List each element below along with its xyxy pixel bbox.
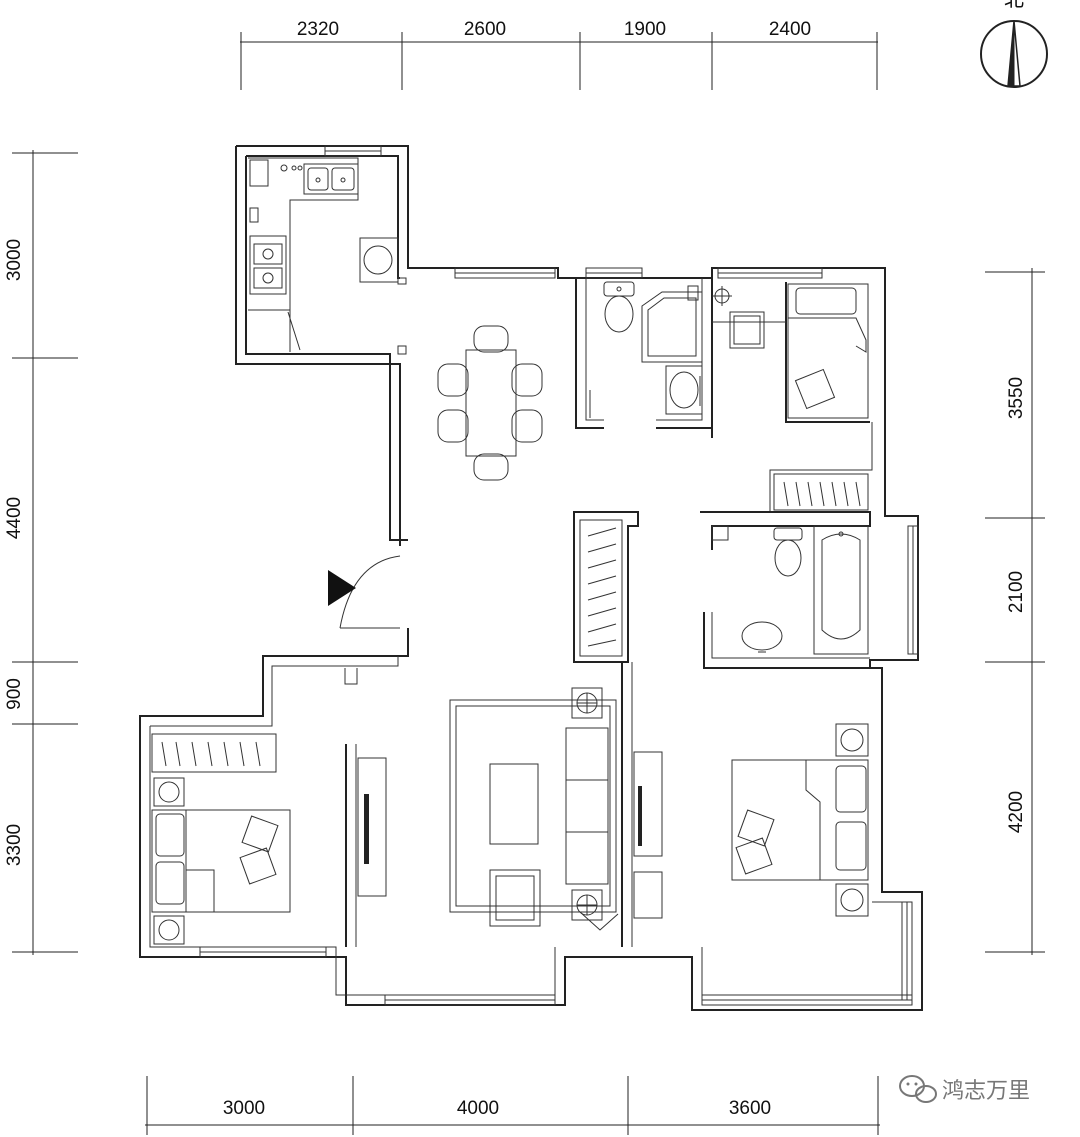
living-room (357, 687, 619, 931)
dim-bottom-3: 3600 (729, 1098, 771, 1119)
dim-top-2: 2600 (464, 19, 506, 40)
toilet-icon-2 (773, 527, 803, 577)
north-compass: 北 (980, 0, 1048, 88)
nightstand-icon-left-bottom (153, 915, 185, 945)
bay-window-right (901, 901, 913, 1001)
bathroom-top (589, 281, 703, 418)
balcony-right-window (701, 994, 913, 1006)
left-dimension-line: 3000 4400 900 3300 (4, 150, 78, 955)
balcony-left-window (384, 994, 556, 1006)
dim-right-2: 2100 (1006, 571, 1027, 613)
dim-right-3: 4200 (1006, 791, 1027, 833)
windows (199, 145, 919, 1006)
fridge-icon (359, 237, 399, 283)
desk-icon (712, 311, 786, 349)
exterior-walls (139, 145, 923, 1011)
dining-window (454, 267, 556, 279)
dim-left-2: 4400 (4, 497, 25, 539)
side-table-icon-bottom (571, 889, 619, 931)
top-dimension-line: 2320 2600 1900 2400 (240, 19, 878, 90)
bath-window (585, 267, 643, 279)
study-window (717, 267, 823, 279)
tv-cabinet-icon (357, 757, 387, 897)
bathtub-icon (813, 525, 869, 655)
dim-right-1: 3550 (1006, 377, 1027, 419)
armchair-icon (489, 869, 541, 927)
coffee-table-icon (489, 763, 539, 845)
study-room (712, 283, 869, 511)
lamp-icon (712, 286, 732, 306)
nightstand-icon-right-top (835, 723, 869, 757)
wardrobe-icon-left (151, 733, 277, 773)
dim-left-4: 3300 (4, 824, 25, 866)
single-bed-icon (787, 283, 869, 419)
stove-icon (249, 235, 287, 295)
dim-left-3: 900 (4, 678, 25, 710)
center-wardrobe-icon (579, 519, 623, 657)
bedroom-right (633, 723, 869, 919)
sofa-icon (565, 727, 609, 885)
north-label: 北 (1004, 0, 1024, 11)
dim-top-4: 2400 (769, 19, 811, 40)
bedroom-left (151, 733, 291, 945)
nightstand-icon-left-top (153, 777, 185, 807)
dim-left-1: 3000 (4, 239, 25, 281)
side-table-icon-top (571, 687, 603, 719)
wardrobe-icon (773, 473, 869, 511)
kitchen (248, 157, 407, 355)
tv-cabinet-icon-right (633, 751, 663, 919)
kitchen-sink-icon (303, 163, 359, 195)
wechat-icon (899, 1075, 937, 1103)
faucet-icon (280, 164, 303, 172)
dim-bottom-1: 3000 (223, 1098, 265, 1119)
shower-icon (641, 285, 703, 363)
double-bed-icon-right (731, 759, 869, 881)
bedroom-left-window (199, 946, 327, 958)
dining-table-icon (437, 325, 543, 481)
dim-top-1: 2320 (297, 19, 339, 40)
dim-bottom-2: 4000 (457, 1098, 499, 1119)
rug-icon (449, 699, 617, 913)
washbasin-icon-2 (741, 621, 783, 653)
watermark-text: 鸿志万里 (942, 1079, 1030, 1104)
entrance-arrow-icon (328, 570, 356, 606)
bath2-window (907, 525, 919, 655)
bathroom-right (711, 525, 869, 655)
kitchen-window (324, 145, 382, 157)
entrance-door (328, 555, 401, 629)
toilet-icon (603, 281, 635, 333)
right-dimension-line: 3550 2100 4200 (985, 268, 1045, 955)
watermark: 鸿志万里 (899, 1075, 1030, 1104)
double-bed-icon-left (151, 809, 291, 913)
bottom-dimension-line: 3000 4000 3600 (145, 1076, 880, 1135)
washbasin-icon (665, 365, 703, 415)
water-heater-icon (249, 159, 269, 187)
interior-walls (345, 268, 873, 947)
north-arrow-icon (980, 20, 1048, 88)
nightstand-icon-right-bottom (835, 883, 869, 917)
dim-top-3: 1900 (624, 19, 666, 40)
